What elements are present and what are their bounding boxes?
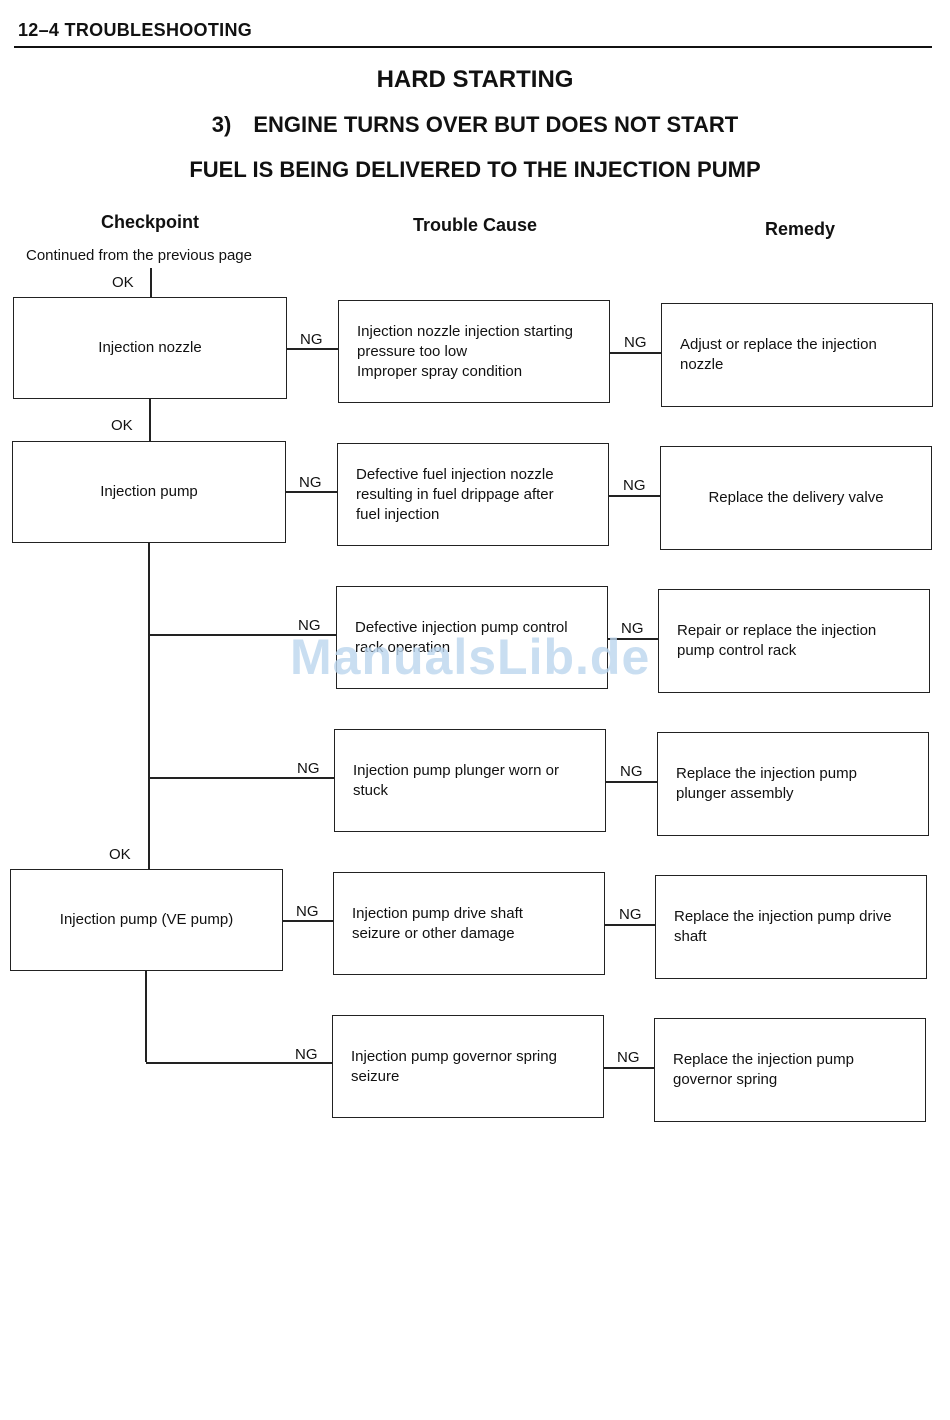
remedy-text: Replace the injection pump plunger assem… xyxy=(676,765,857,802)
ng-connector xyxy=(146,1062,333,1064)
checkpoint-label: Injection pump xyxy=(100,483,198,500)
ng-connector xyxy=(610,352,662,354)
ng-connector xyxy=(283,920,334,922)
ok-label: OK xyxy=(112,274,134,291)
column-cause: Trouble Cause xyxy=(412,215,538,235)
ng-label: NG xyxy=(624,334,647,351)
column-checkpoint: Checkpoint xyxy=(100,212,199,232)
flow-line xyxy=(150,268,152,298)
ok-label: OK xyxy=(109,846,131,863)
cause-text: Injection pump plunger worn or stuck xyxy=(353,761,559,799)
cause-box: Injection pump governor spring seizure xyxy=(332,1015,604,1118)
remedy-box: Replace the injection pump drive shaft xyxy=(655,875,927,979)
checkpoint-injection-pump: Injection pump xyxy=(12,441,286,543)
ng-connector xyxy=(607,638,659,640)
remedy-box: Replace the delivery valve xyxy=(660,446,932,550)
ng-connector xyxy=(287,348,339,350)
ng-connector xyxy=(604,924,656,926)
cause-box: Defective injection pump control rack op… xyxy=(336,586,608,689)
header-rule xyxy=(14,46,932,48)
ng-label: NG xyxy=(295,1046,318,1063)
checkpoint-injection-nozzle: Injection nozzle xyxy=(13,297,287,399)
remedy-text: Replace the injection pump drive shaft xyxy=(674,908,892,945)
cause-text: Injection pump drive shaft seizure or ot… xyxy=(352,904,523,942)
remedy-text: Repair or replace the injection pump con… xyxy=(677,622,877,659)
ng-label: NG xyxy=(296,903,319,920)
ng-label: NG xyxy=(297,760,320,777)
ng-label: NG xyxy=(623,477,646,494)
watermark: ManualsLib.de xyxy=(290,629,651,685)
flow-line xyxy=(145,970,147,1062)
ng-connector xyxy=(286,491,337,493)
cause-box: Injection pump drive shaft seizure or ot… xyxy=(333,872,605,975)
remedy-box: Adjust or replace the injection nozzle xyxy=(661,303,933,407)
ng-label: NG xyxy=(298,617,321,634)
ng-connector xyxy=(608,495,660,497)
ng-label: NG xyxy=(299,474,322,491)
cause-text: Injection nozzle injection starting pres… xyxy=(357,322,573,380)
cause-box: Injection pump plunger worn or stuck xyxy=(334,729,606,832)
ng-label: NG xyxy=(619,906,642,923)
flow-line xyxy=(148,542,150,870)
remedy-text: Adjust or replace the injection nozzle xyxy=(680,336,877,373)
column-remedy: Remedy xyxy=(764,219,836,239)
cause-text: Defective injection pump control rack op… xyxy=(355,618,568,656)
continued-note: Continued from the previous page xyxy=(26,247,252,264)
cause-box: Defective fuel injection nozzle resultin… xyxy=(337,443,609,546)
remedy-box: Replace the injection pump plunger assem… xyxy=(657,732,929,836)
checkpoint-ve-pump: Injection pump (VE pump) xyxy=(10,869,283,971)
remedy-text: Replace the injection pump governor spri… xyxy=(673,1051,854,1088)
subtitle-2: FUEL IS BEING DELIVERED TO THE INJECTION… xyxy=(189,157,761,182)
section-header: 12–4 TROUBLESHOOTING xyxy=(18,20,253,40)
remedy-text: Replace the delivery valve xyxy=(708,489,884,506)
cause-box: Injection nozzle injection starting pres… xyxy=(338,300,610,403)
remedy-box: Replace the injection pump governor spri… xyxy=(654,1018,926,1122)
checkpoint-label: Injection pump (VE pump) xyxy=(59,911,234,928)
ng-connector xyxy=(603,1067,655,1069)
subtitle-text: ENGINE TURNS OVER BUT DOES NOT START xyxy=(253,112,739,137)
subtitle-number: 3) xyxy=(211,112,232,137)
ng-connector xyxy=(605,781,658,783)
ng-connector xyxy=(149,634,336,636)
ng-connector xyxy=(149,777,335,779)
ok-label: OK xyxy=(111,417,133,434)
ng-label: NG xyxy=(617,1049,640,1066)
page-title: HARD STARTING xyxy=(376,66,574,93)
ng-label: NG xyxy=(300,331,323,348)
remedy-box: Repair or replace the injection pump con… xyxy=(658,589,930,693)
cause-text: Injection pump governor spring seizure xyxy=(351,1047,557,1085)
ng-label: NG xyxy=(620,763,643,780)
ng-label: NG xyxy=(621,620,644,637)
checkpoint-label: Injection nozzle xyxy=(98,339,202,356)
flow-line xyxy=(149,398,151,442)
cause-text: Defective fuel injection nozzle resultin… xyxy=(356,465,554,523)
subtitle: 3) ENGINE TURNS OVER BUT DOES NOT START xyxy=(0,112,950,138)
